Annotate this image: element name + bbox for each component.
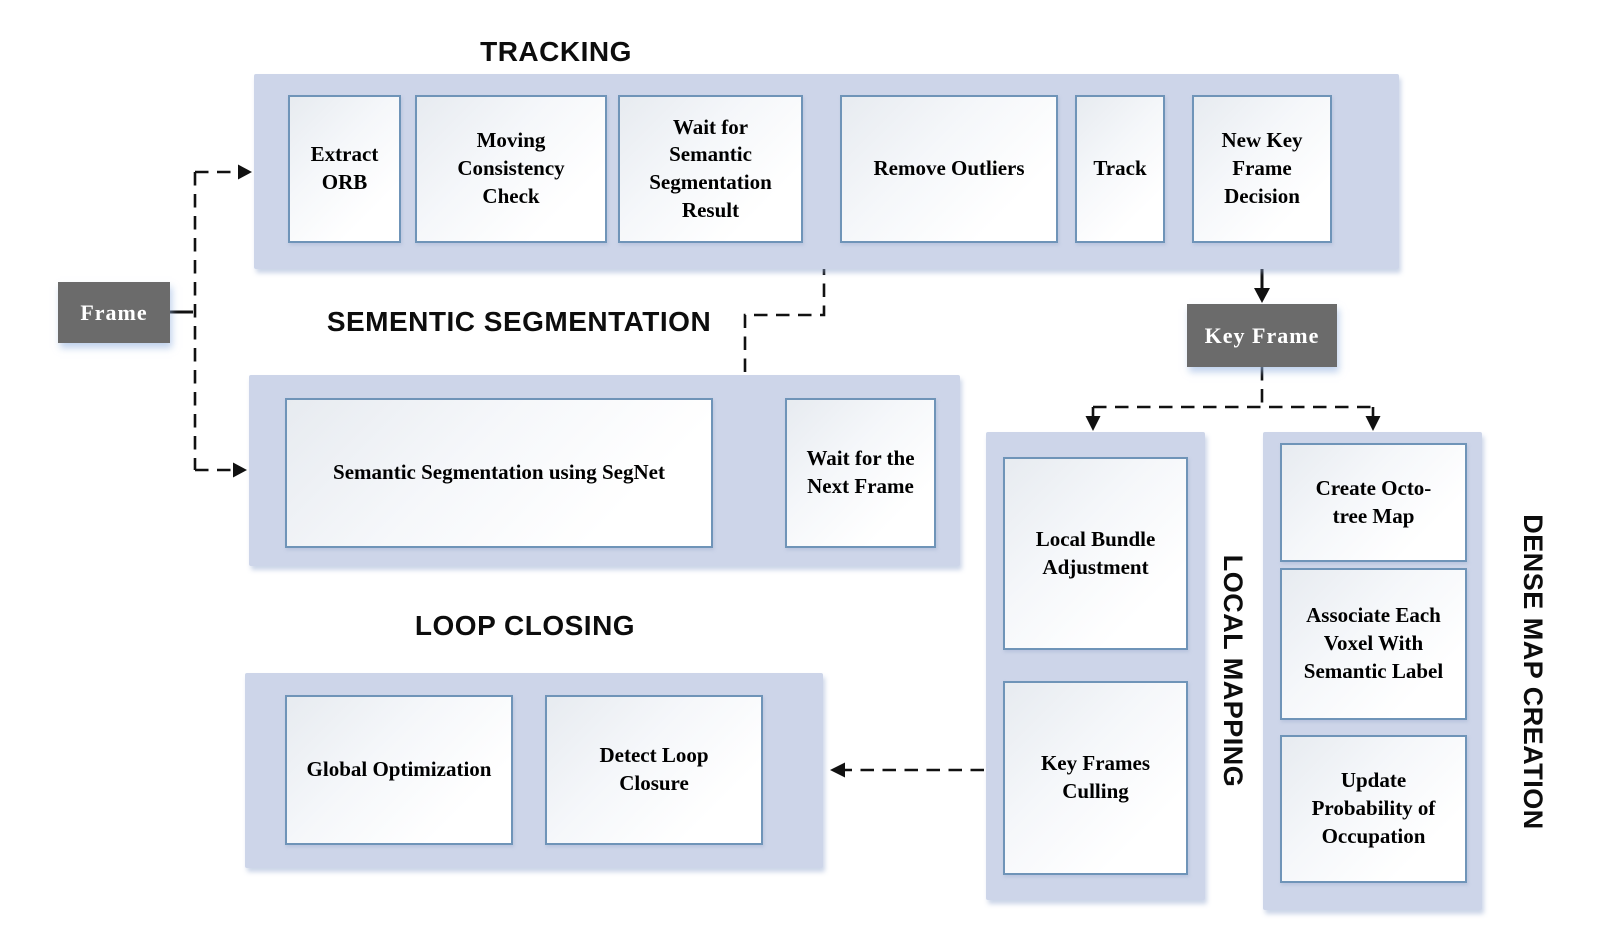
- key-frame-box: Key Frame: [1187, 304, 1337, 367]
- node-global-optimization: Global Optimization: [285, 695, 513, 845]
- node-remove-outliers: Remove Outliers: [840, 95, 1058, 243]
- arrowhead-into-keyframe: [1254, 288, 1270, 303]
- node-track: Track: [1075, 95, 1165, 243]
- tracking-title: TRACKING: [480, 36, 632, 67]
- node-update-probability: Update Probability of Occupation: [1280, 735, 1467, 883]
- node-key-frames-culling: Key Frames Culling: [1003, 681, 1188, 875]
- node-segnet: Semantic Segmentation using SegNet: [285, 398, 713, 548]
- local-mapping-section: Local Bundle Adjustment Key Frames Culli…: [986, 432, 1205, 900]
- semantic-segmentation-section: Semantic Segmentation using SegNet Wait …: [249, 375, 960, 566]
- arrowhead-into-local-mapping: [1085, 416, 1101, 431]
- node-extract-orb: Extract ORB: [288, 95, 401, 243]
- node-wait-next-frame: Wait for the Next Frame: [785, 398, 936, 548]
- node-associate-voxel: Associate Each Voxel With Semantic Label: [1280, 568, 1467, 720]
- dense-map-creation-section: Create Octo-tree Map Associate Each Voxe…: [1263, 432, 1482, 910]
- arrowhead-into-tracking: [238, 164, 252, 180]
- loop-closing-section: Global Optimization Detect Loop Closure: [245, 673, 823, 868]
- semantic-segmentation-title: SEMENTIC SEGMENTATION: [326, 306, 712, 337]
- node-new-key-frame-decision: New Key Frame Decision: [1192, 95, 1332, 243]
- frame-box: Frame: [58, 282, 170, 343]
- node-detect-loop-closure: Detect Loop Closure: [545, 695, 763, 845]
- loop-closing-title: LOOP CLOSING: [414, 610, 636, 641]
- arrowhead-into-segmentation: [233, 462, 247, 478]
- dense-map-creation-title: DENSE MAP CREATION: [1518, 514, 1548, 830]
- node-moving-consistency-check: Moving Consistency Check: [415, 95, 607, 243]
- tracking-section: Extract ORB Moving Consistency Check Wai…: [254, 74, 1399, 269]
- arrowhead-into-loopclosing: [830, 762, 845, 778]
- node-wait-semantic-result: Wait for Semantic Segmentation Result: [618, 95, 803, 243]
- arrowhead-into-dense-map: [1365, 416, 1381, 431]
- local-mapping-title: LOCAL MAPPING: [1218, 554, 1248, 788]
- node-local-bundle-adjustment: Local Bundle Adjustment: [1003, 457, 1188, 650]
- node-create-octotree-map: Create Octo-tree Map: [1280, 443, 1467, 562]
